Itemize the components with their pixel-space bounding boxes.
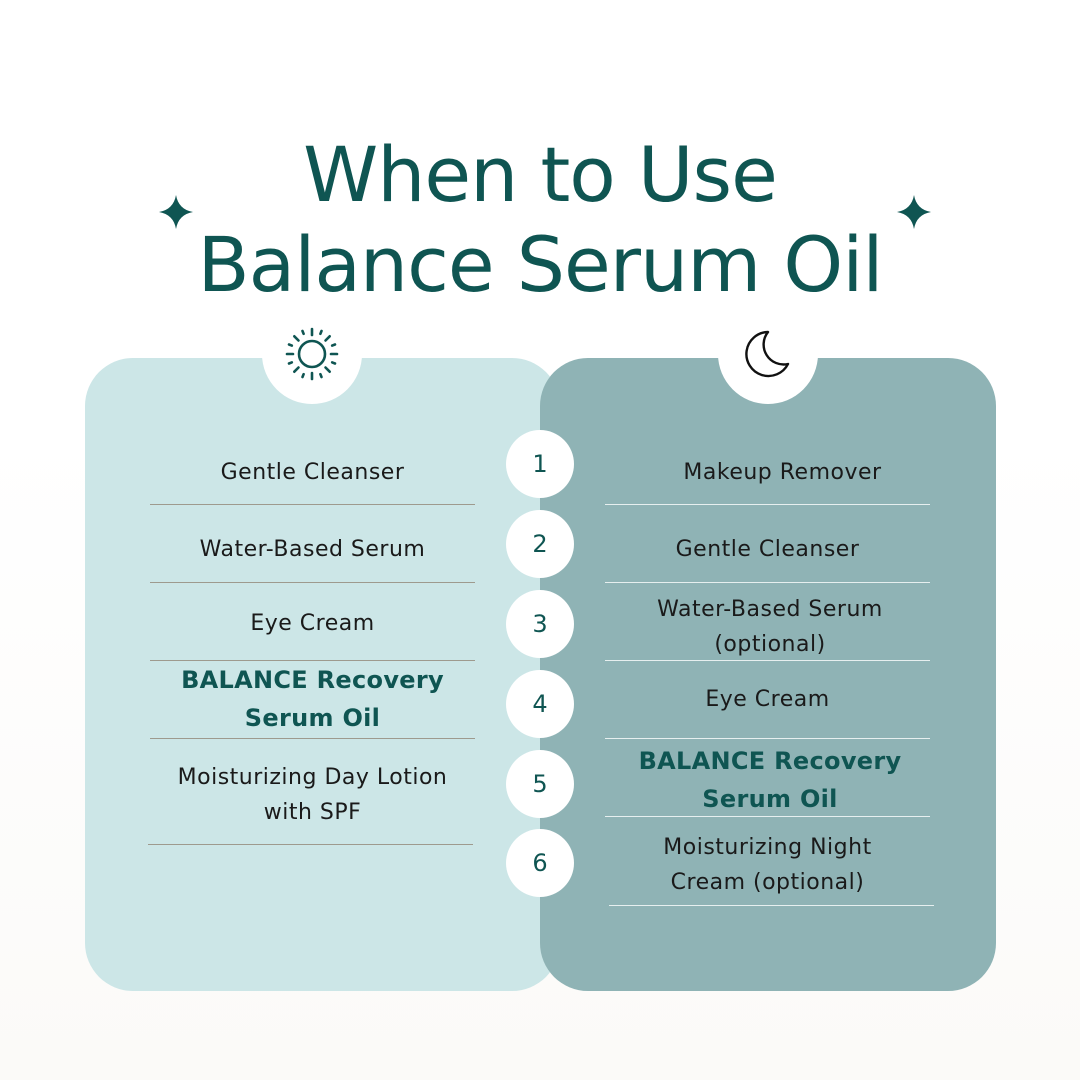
evening-item: Makeup Remover [683,460,882,485]
step-number: 2 [506,510,574,578]
divider [150,660,475,661]
morning-item: Moisturizing Day Lotion with SPF [177,765,448,825]
title-line-2: Balance Serum Oil [197,220,884,309]
evening-item: Eye Cream [705,687,830,712]
morning-badge [262,304,362,404]
divider [605,660,930,661]
evening-item: Moisturizing Night Cream (optional) [663,835,872,895]
step-number: 5 [506,750,574,818]
step-number: 1 [506,430,574,498]
morning-item: Eye Cream [250,611,375,636]
page-title: When to Use Balance Serum Oil [0,130,1080,310]
morning-item: Gentle Cleanser [220,460,405,485]
step-number: 4 [506,670,574,738]
divider [605,504,930,505]
divider [605,816,930,817]
morning-item: Water-Based Serum [199,537,426,562]
moon-icon [745,330,790,378]
evening-item: Water-Based Serum (optional) [657,597,883,657]
morning-panel [85,358,560,991]
step-number: 6 [506,829,574,897]
evening-item: Gentle Cleanser [675,537,860,562]
divider [150,582,475,583]
evening-badge [718,304,818,404]
sun-icon [285,327,339,381]
step-number: 3 [506,590,574,658]
divider [605,738,930,739]
morning-item-highlight: BALANCE Recovery Serum Oil [181,666,444,732]
divider [150,504,475,505]
evening-panel [540,358,996,991]
sparkle-icon [159,195,193,229]
divider [605,582,930,583]
sparkle-icon [897,195,931,229]
divider [609,905,934,906]
divider [148,844,473,845]
evening-item-highlight: BALANCE Recovery Serum Oil [638,747,902,813]
divider [150,738,475,739]
title-line-1: When to Use [303,130,778,219]
